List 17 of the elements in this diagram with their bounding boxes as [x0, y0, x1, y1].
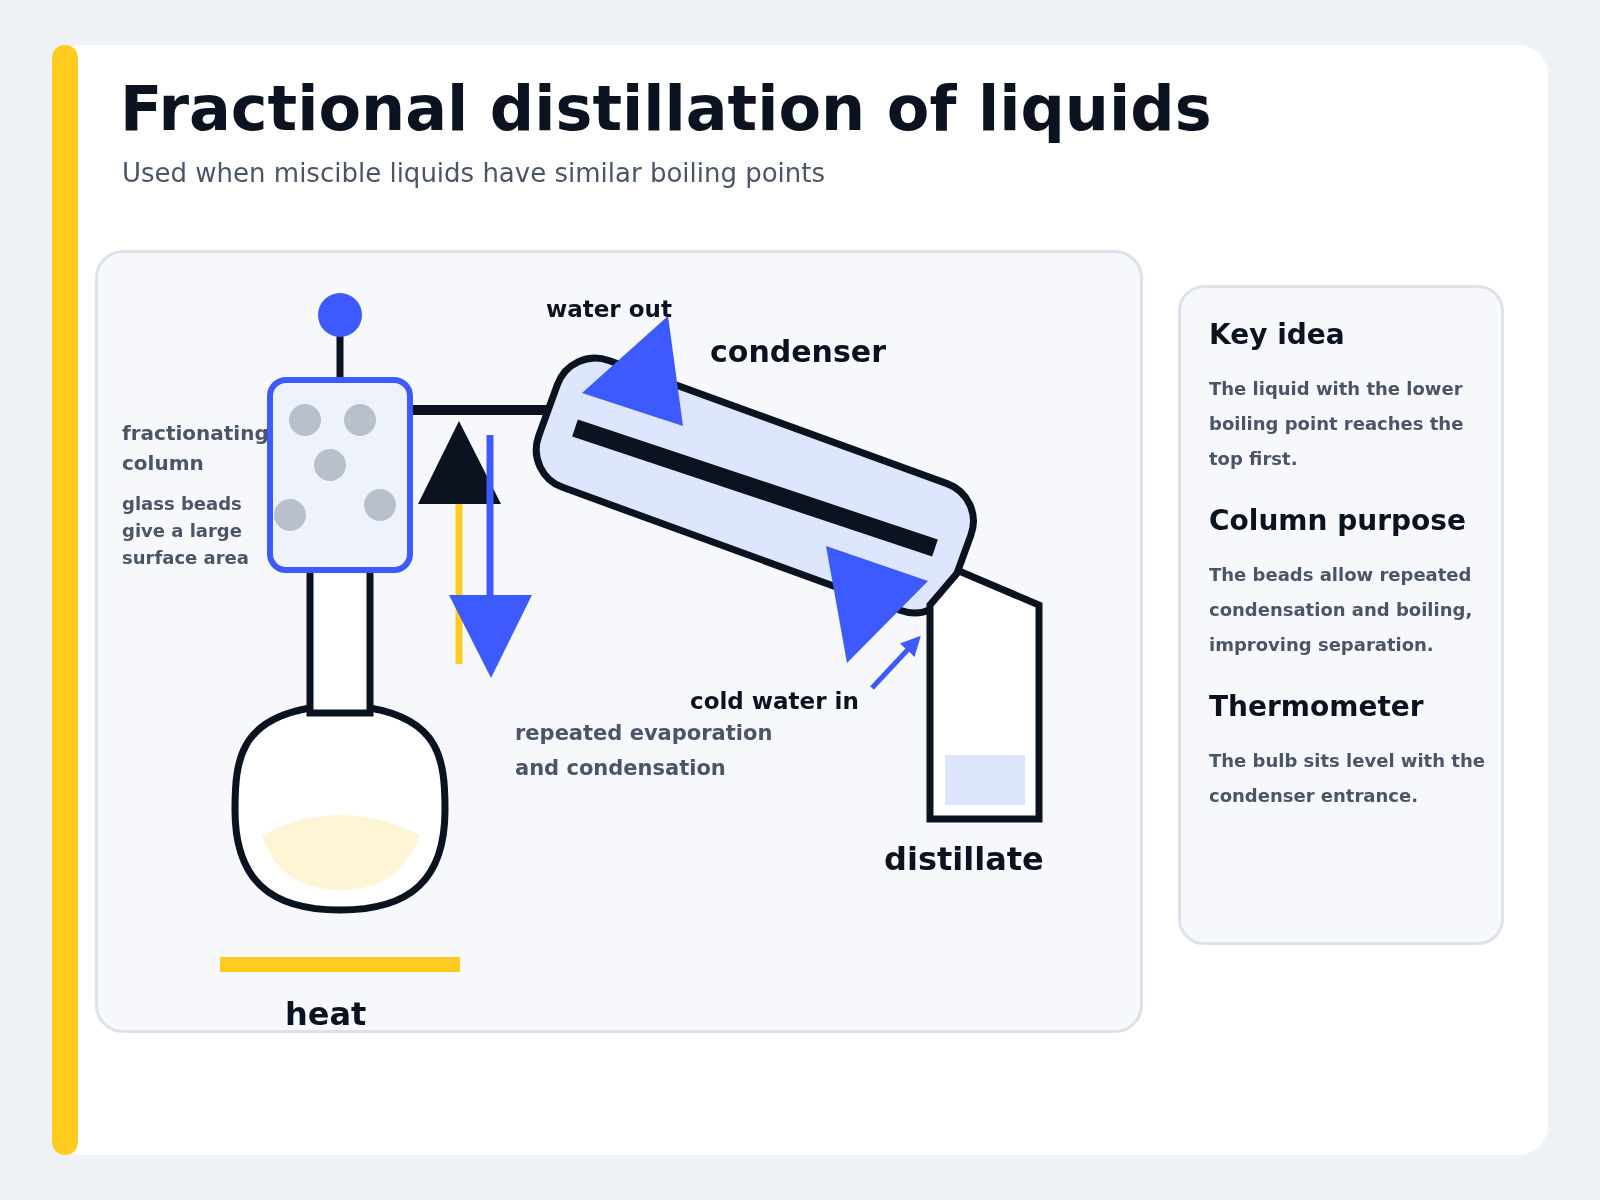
card-heading: Thermometer — [1209, 690, 1425, 723]
subtitle: Used when miscible liquids have similar boiling points — [122, 158, 826, 188]
card-heading: Column purpose — [1209, 504, 1467, 537]
label: condenser — [710, 334, 886, 369]
info-card — [1178, 285, 1504, 945]
title: Fractional distillation of liquids — [120, 72, 1212, 145]
label: heat — [285, 995, 367, 1033]
label: repeated evaporation and condensation — [515, 720, 774, 782]
label: fractionating column — [122, 420, 267, 477]
card-text: The liquid with the lower boiling point reaches the top first. — [1209, 377, 1465, 471]
label: water out — [546, 296, 672, 322]
card-text: The bulb sits level with the condenser entrance. — [1209, 749, 1486, 808]
card-heading: Key idea — [1209, 318, 1346, 351]
label: cold water in — [690, 688, 859, 714]
label: glass beads give a large surface area — [122, 492, 250, 570]
card-text: The beads allow repeated condensation and boiling, improving separation. — [1209, 563, 1474, 657]
label: distillate — [884, 840, 1044, 878]
